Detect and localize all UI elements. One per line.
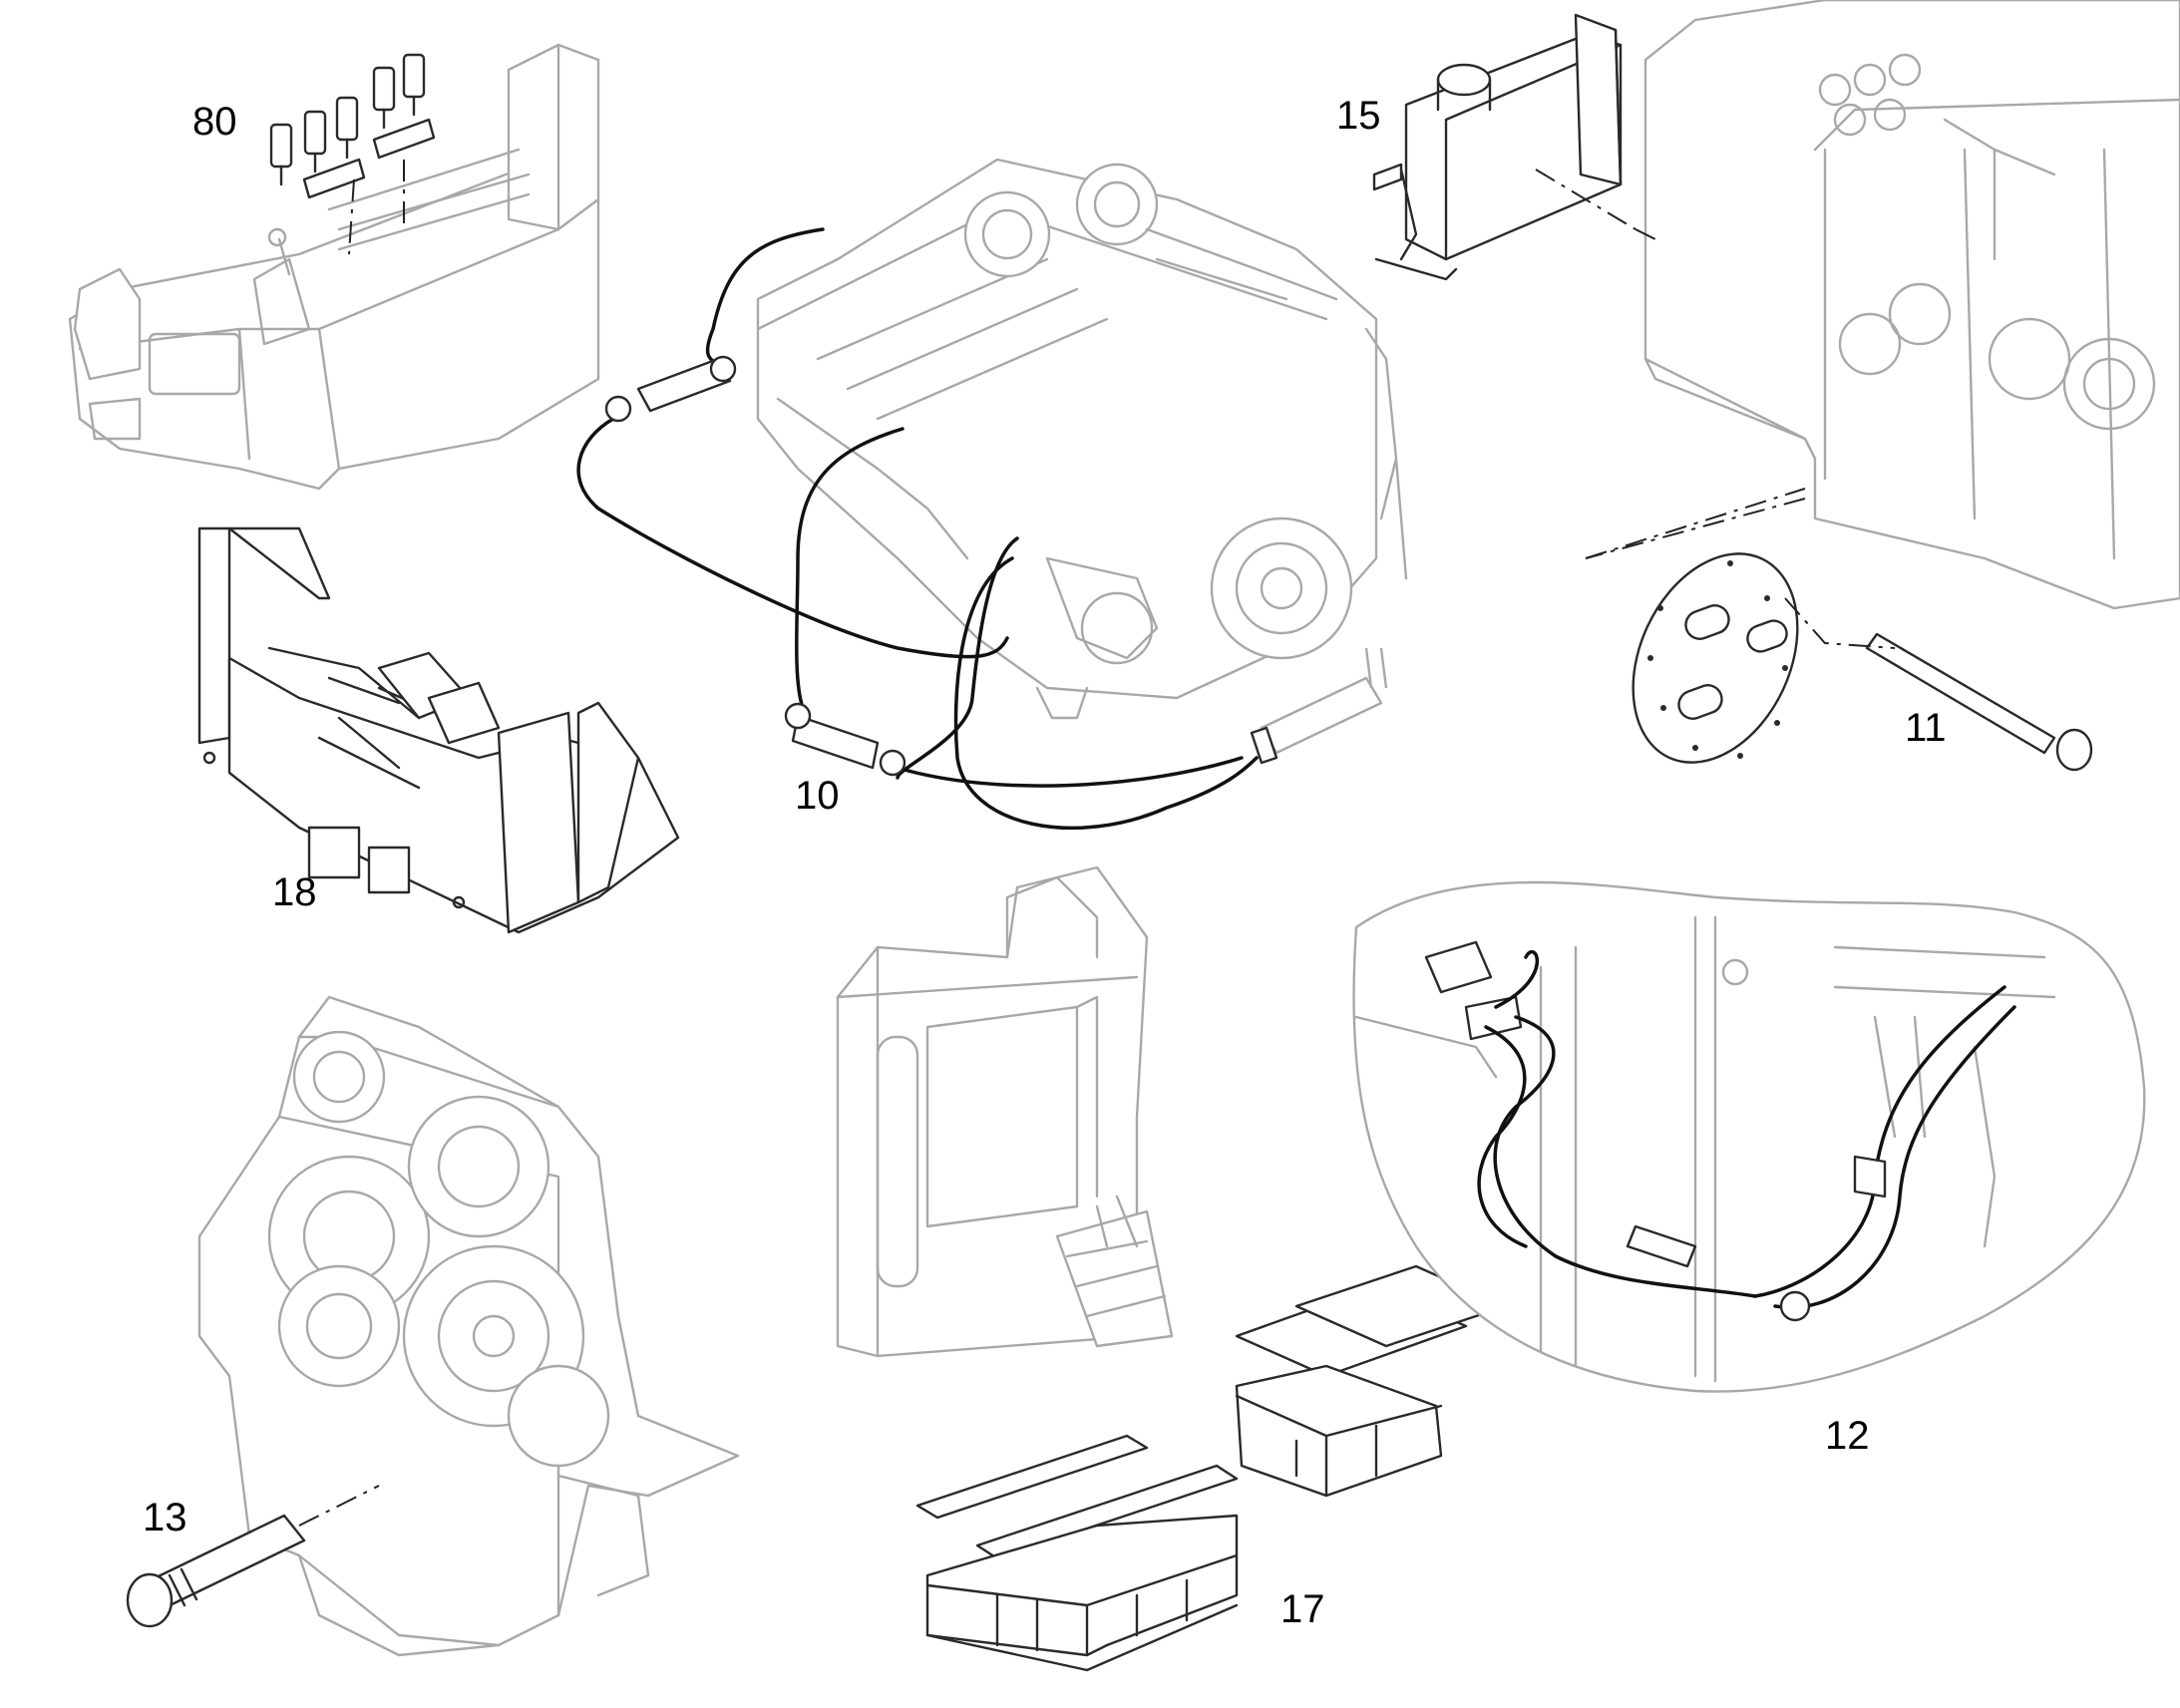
callout-17: 17 (1280, 1587, 1325, 1631)
pedal-frame-18 (197, 526, 680, 934)
callout-11: 11 (1905, 706, 1947, 750)
radiator-frame (836, 865, 1174, 1358)
dipstick-13 (126, 1485, 380, 1628)
gearbox-13 (197, 995, 740, 1657)
callout-15: 15 (1336, 94, 1381, 138)
frame-chassis-corner (1643, 0, 2180, 610)
coolant-heater-hoses-10 (576, 227, 1388, 831)
callout-12: 12 (1825, 1414, 1870, 1458)
operator-console (68, 43, 600, 491)
engine-block (756, 158, 1408, 720)
callout-13: 13 (143, 1496, 187, 1539)
fuel-tank-heater-15 (1372, 13, 1636, 281)
callout-80: 80 (192, 100, 237, 144)
callout-10: 10 (795, 774, 840, 818)
fuel-nozzles-80 (269, 53, 436, 255)
hose-routing-detail-12 (1352, 880, 2146, 1393)
immersion-heater-11 (1585, 488, 2093, 772)
leader-lines (1585, 228, 1806, 559)
callout-18: 18 (272, 870, 317, 914)
